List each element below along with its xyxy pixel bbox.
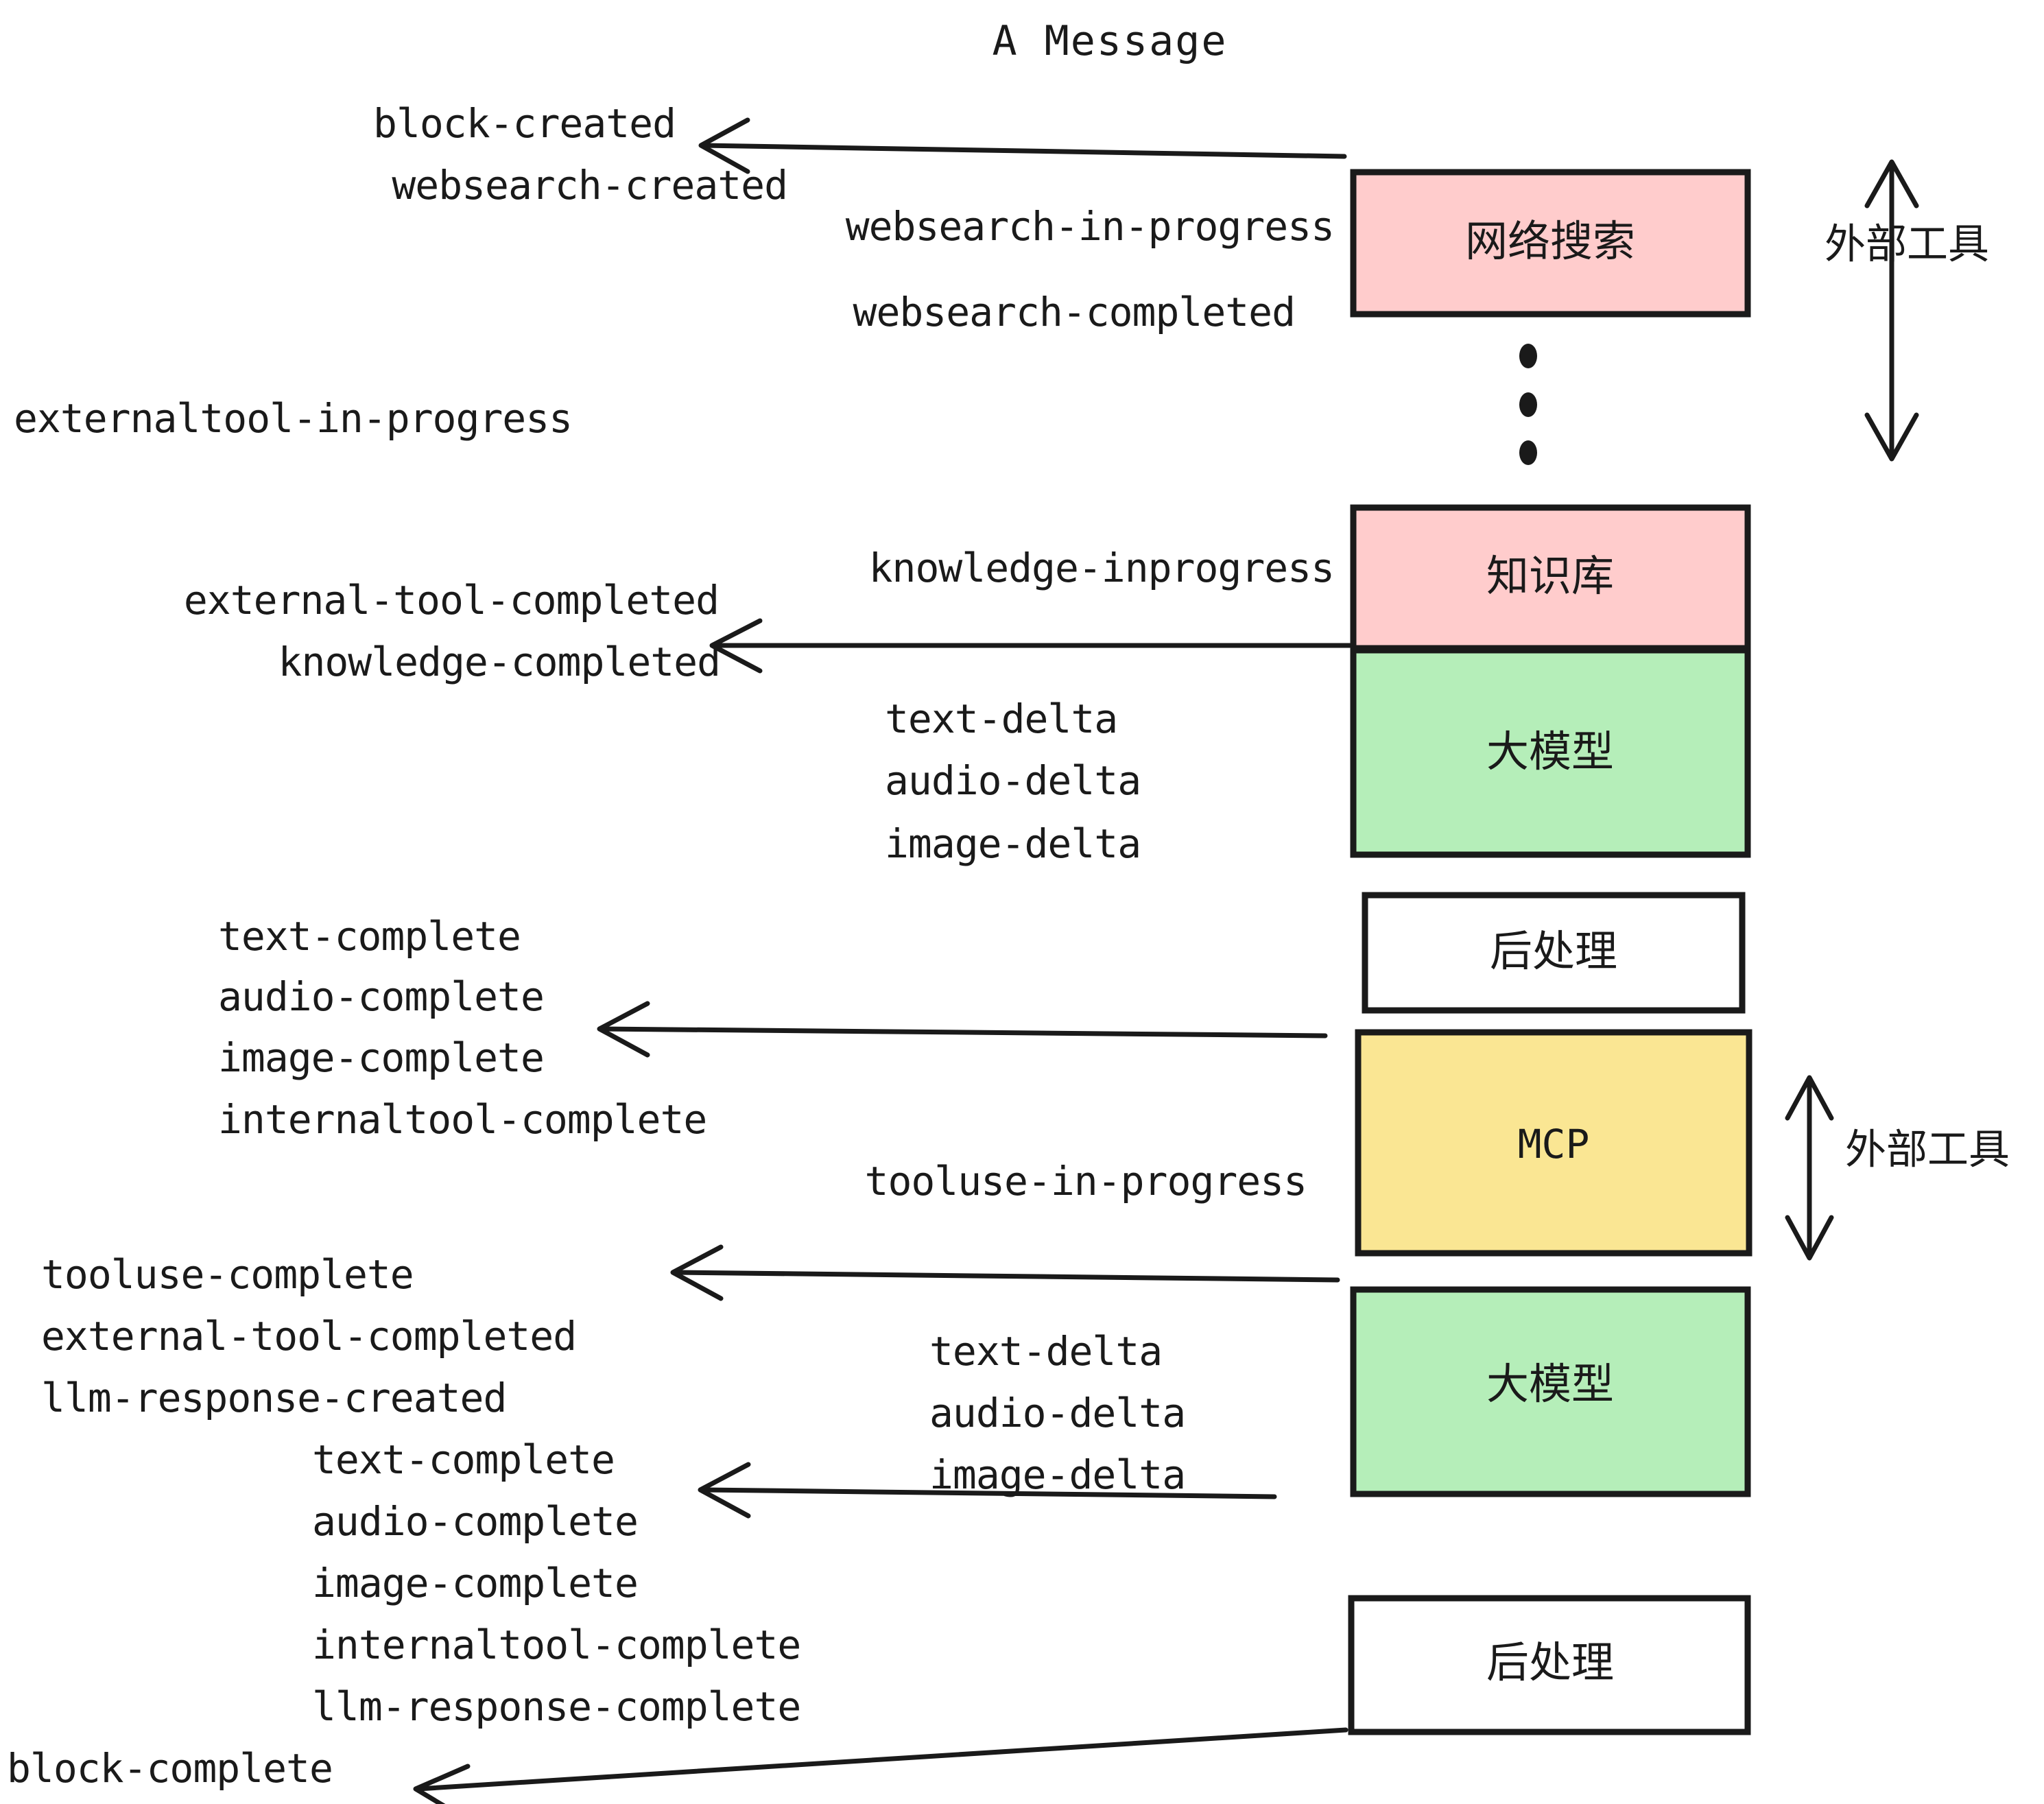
event-knowledge-inprogress: knowledge-inprogress <box>869 545 1334 591</box>
ellipsis-dot-1 <box>1519 344 1537 368</box>
node-websearch-rect[interactable] <box>1350 169 1751 318</box>
ellipsis-dots <box>1519 344 1537 465</box>
group-label-external-tools-bottom: 外部工具 <box>1845 1126 2010 1174</box>
event-audio-delta-2: audio-delta <box>929 1390 1185 1436</box>
event-websearch-created: websearch-created <box>392 162 787 209</box>
event-audio-complete-1: audio-complete <box>218 973 544 1020</box>
node-postproc-1-rect[interactable] <box>1362 892 1746 1014</box>
node-postproc-1[interactable]: 后处理 <box>1362 892 1746 1014</box>
node-group: 网络搜索 知识库 大模型 后处理 MCP 大模型 后处理 <box>1348 169 1752 1735</box>
event-llm-response-created: llm-response-created <box>41 1375 506 1421</box>
group-label-external-tools-top: 外部工具 <box>1825 221 1989 269</box>
event-text-complete-1: text-complete <box>218 913 521 960</box>
event-tooluse-complete: tooluse-complete <box>41 1251 414 1298</box>
event-label-group: block-created websearch-created websearc… <box>7 100 1335 1792</box>
arrow-knowledge-completed <box>709 618 1353 674</box>
node-postproc-2-rect[interactable] <box>1348 1595 1751 1735</box>
event-image-complete-1: image-complete <box>218 1034 544 1081</box>
node-postproc-2[interactable]: 后处理 <box>1348 1595 1751 1735</box>
event-websearch-completed: websearch-completed <box>853 289 1295 335</box>
node-llm-1-rect[interactable] <box>1350 647 1751 858</box>
ellipsis-dot-2 <box>1519 392 1537 417</box>
event-externaltool-in-progress: externaltool-in-progress <box>14 395 572 442</box>
event-knowledge-completed: knowledge-completed <box>278 639 720 685</box>
event-block-created: block-created <box>373 100 676 147</box>
node-postproc-1-label: 后处理 <box>1490 926 1617 976</box>
event-websearch-in-progress: websearch-in-progress <box>846 203 1334 250</box>
node-llm-1-label: 大模型 <box>1486 726 1614 776</box>
event-internaltool-complete-2: internaltool-complete <box>312 1622 800 1668</box>
node-mcp[interactable]: MCP <box>1355 1029 1752 1257</box>
ellipsis-dot-3 <box>1519 440 1537 465</box>
node-llm-1[interactable]: 大模型 <box>1350 647 1751 858</box>
event-image-complete-2: image-complete <box>312 1560 638 1606</box>
node-knowledge-rect[interactable] <box>1350 504 1751 652</box>
node-mcp-rect[interactable] <box>1355 1029 1752 1257</box>
page-title: A Message <box>992 17 1227 65</box>
node-mcp-label: MCP <box>1518 1121 1590 1167</box>
event-block-complete: block-complete <box>7 1745 333 1792</box>
node-llm-2[interactable]: 大模型 <box>1350 1286 1751 1497</box>
event-audio-delta-1: audio-delta <box>885 757 1141 804</box>
node-websearch-label: 网络搜索 <box>1465 216 1635 266</box>
node-llm-2-rect[interactable] <box>1350 1286 1751 1497</box>
event-external-tool-completed-1: external-tool-completed <box>184 577 719 624</box>
event-internaltool-complete-1: internaltool-complete <box>218 1096 706 1143</box>
node-websearch[interactable]: 网络搜索 <box>1350 169 1751 318</box>
arrow-block-created <box>698 117 1347 174</box>
event-text-complete-2: text-complete <box>312 1436 615 1483</box>
event-image-delta-1: image-delta <box>885 820 1141 867</box>
event-text-delta-2: text-delta <box>929 1328 1162 1375</box>
node-postproc-2-label: 后处理 <box>1486 1637 1614 1687</box>
event-text-delta-1: text-delta <box>885 696 1117 742</box>
arrow-block-complete <box>413 1727 1348 1804</box>
event-image-delta-2: image-delta <box>929 1451 1185 1498</box>
event-audio-complete-2: audio-complete <box>312 1498 638 1545</box>
event-external-tool-completed-2: external-tool-completed <box>41 1313 576 1360</box>
node-llm-2-label: 大模型 <box>1486 1359 1614 1409</box>
event-tooluse-in-progress: tooluse-in-progress <box>865 1158 1307 1204</box>
arrow-group <box>413 117 1353 1804</box>
event-llm-response-complete: llm-response-complete <box>312 1683 800 1730</box>
arrow-image-complete <box>597 1001 1328 1058</box>
node-knowledge-label: 知识库 <box>1486 551 1614 601</box>
group-arrow-top <box>1864 159 1919 462</box>
arrow-audio-complete <box>698 1462 1277 1519</box>
group-arrow-bottom <box>1785 1075 1834 1261</box>
arrow-tooluse-complete <box>670 1244 1340 1301</box>
node-knowledge[interactable]: 知识库 <box>1350 504 1751 652</box>
